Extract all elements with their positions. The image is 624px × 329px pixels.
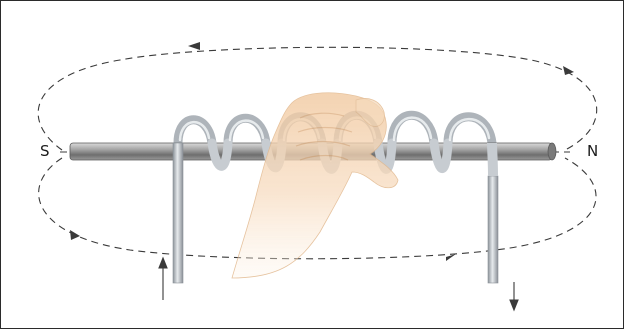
field-line-lower — [38, 157, 597, 260]
hand-thumb — [355, 98, 385, 127]
hand-palm — [231, 92, 399, 279]
arrow-upper-left-icon — [188, 42, 200, 50]
hand-finger-lines — [295, 112, 353, 161]
arrow-lower-left-icon — [70, 230, 80, 240]
right-hand — [231, 92, 399, 279]
wire-leads — [172, 142, 499, 284]
field-line-upper — [37, 46, 598, 151]
current-arrows — [158, 256, 519, 312]
arrow-lower-right-icon — [446, 254, 456, 261]
field-direction-arrows — [70, 42, 574, 261]
south-pole-label: S — [40, 142, 50, 160]
north-pole-label: N — [587, 142, 599, 160]
wire-lead-left — [172, 142, 184, 284]
arrow-upper-right-icon — [563, 66, 574, 75]
wire-lead-right — [487, 175, 499, 284]
